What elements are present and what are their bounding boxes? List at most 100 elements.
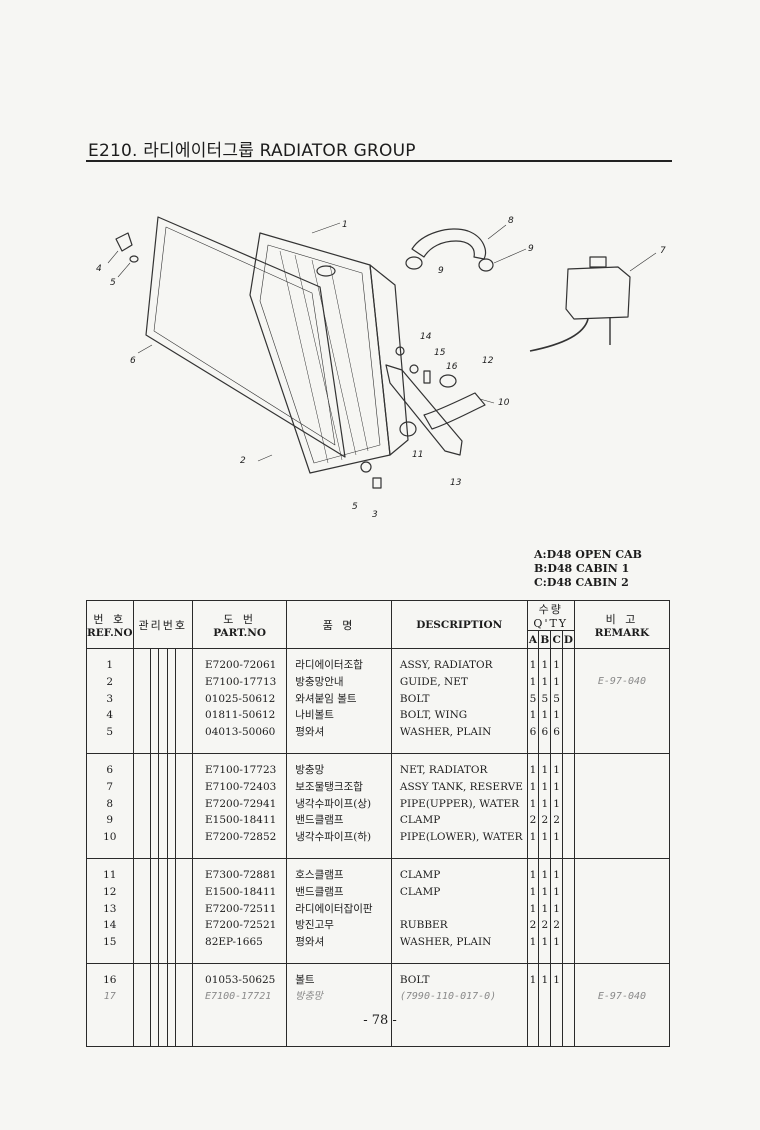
- qty-a-cell: 2: [526, 917, 540, 935]
- description-cell: ASSY, RADIATOR: [390, 657, 528, 674]
- mgmt-cell: [149, 690, 159, 708]
- callout-label: 7: [660, 246, 666, 256]
- ref-cell: 10: [86, 829, 134, 846]
- qty-c-cell: 1: [550, 795, 564, 813]
- part-name-cell: 방충망안내: [286, 673, 392, 691]
- callout-label: 13: [450, 478, 462, 488]
- remark-cell: [573, 761, 671, 779]
- qty-d-cell: [562, 795, 575, 813]
- qty-a-cell: 1: [526, 707, 540, 725]
- mgmt-cell: [149, 934, 159, 951]
- mgmt-cell: [158, 829, 168, 846]
- spacer-cell: [390, 648, 528, 657]
- ref-cell: 4: [86, 707, 134, 725]
- mgmt-cell: [149, 866, 159, 884]
- spacer-cell: [86, 950, 134, 964]
- qty-b-cell: 1: [538, 934, 552, 951]
- ref-cell: 7: [86, 778, 134, 796]
- spacer-cell: [192, 740, 288, 754]
- qty-c-cell: 1: [550, 673, 564, 691]
- spacer-cell: [526, 963, 540, 972]
- ref-cell: 9: [86, 812, 134, 830]
- spacer-cell: [390, 753, 528, 762]
- spacer-cell: [132, 648, 151, 657]
- mgmt-cell: [158, 673, 168, 691]
- part-number-cell: E7200-72521: [192, 917, 288, 935]
- spacer-cell: [526, 740, 540, 754]
- ref-cell: 8: [86, 795, 134, 813]
- part-name-cell: 밴드클램프: [286, 883, 392, 901]
- mgmt-cell: [132, 883, 151, 901]
- mgmt-cell: [149, 673, 159, 691]
- part-number-cell: E7100-17721: [192, 988, 288, 1006]
- spacer-cell: [286, 1005, 392, 1047]
- spacer-cell: [175, 845, 194, 859]
- spacer-cell: [166, 950, 177, 964]
- remark-cell: [573, 917, 671, 935]
- mgmt-cell: [149, 657, 159, 674]
- callout-label: 11: [412, 450, 423, 460]
- mgmt-cell: [166, 657, 177, 674]
- part-number-cell: E1500-18411: [192, 883, 288, 901]
- spacer-cell: [175, 950, 194, 964]
- mgmt-cell: [132, 917, 151, 935]
- qty-a-cell: 2: [526, 812, 540, 830]
- header-qty-c: C: [550, 630, 564, 649]
- spacer-cell: [286, 950, 392, 964]
- spacer-cell: [390, 963, 528, 972]
- qty-b-cell: 1: [538, 866, 552, 884]
- legend-item: B:D48 CABIN 1: [534, 562, 630, 575]
- part-number-cell: 01811-50612: [192, 707, 288, 725]
- mgmt-cell: [149, 917, 159, 935]
- description-cell: GUIDE, NET: [390, 673, 528, 691]
- spacer-cell: [166, 753, 177, 762]
- support-plate-shape: [385, 364, 463, 456]
- mgmt-cell: [175, 900, 194, 918]
- mgmt-cell: [166, 829, 177, 846]
- remark-cell: [573, 883, 671, 901]
- spacer-cell: [175, 753, 194, 762]
- mgmt-cell: [166, 707, 177, 725]
- spacer-cell: [86, 845, 134, 859]
- part-name-cell: 평와셔: [286, 724, 392, 741]
- spacer-cell: [166, 858, 177, 867]
- mgmt-cell: [175, 917, 194, 935]
- radiator-core-shape: [259, 244, 381, 464]
- mgmt-cell: [175, 724, 194, 741]
- spacer-cell: [149, 648, 159, 657]
- part-name-cell: 냉각수파이프(상): [286, 795, 392, 813]
- spacer-cell: [562, 648, 575, 657]
- part-name-cell: 보조물탱크조합: [286, 778, 392, 796]
- page-title: E210. 라디에이터그룹 RADIATOR GROUP: [88, 141, 416, 161]
- spacer-cell: [550, 858, 564, 867]
- spacer-cell: [192, 950, 288, 964]
- mgmt-cell: [166, 971, 177, 989]
- spacer-cell: [86, 753, 134, 762]
- qty-d-cell: [562, 971, 575, 989]
- qty-b-cell: 1: [538, 657, 552, 674]
- spacer-cell: [286, 858, 392, 867]
- qty-b-cell: 1: [538, 829, 552, 846]
- mgmt-cell: [166, 778, 177, 796]
- mgmt-cell: [158, 866, 168, 884]
- mgmt-cell: [166, 673, 177, 691]
- header-part: 도 번 PART.NO: [192, 600, 288, 649]
- part-name-cell: 방충망: [286, 988, 392, 1006]
- description-cell: WASHER, PLAIN: [390, 724, 528, 741]
- callout-label: 5: [110, 278, 116, 288]
- spacer-cell: [166, 963, 177, 972]
- spacer-cell: [538, 753, 552, 762]
- spacer-cell: [562, 753, 575, 762]
- mgmt-cell: [149, 900, 159, 918]
- callout-label: 4: [96, 264, 102, 274]
- part-number-cell: 04013-50060: [192, 724, 288, 741]
- part-number-cell: 01053-50625: [192, 971, 288, 989]
- part-name-cell: 호스클램프: [286, 866, 392, 884]
- qty-a-cell: 5: [526, 690, 540, 708]
- mgmt-cell: [158, 900, 168, 918]
- spacer-cell: [538, 1005, 552, 1047]
- description-cell: PIPE(UPPER), WATER: [390, 795, 528, 813]
- spacer-cell: [192, 845, 288, 859]
